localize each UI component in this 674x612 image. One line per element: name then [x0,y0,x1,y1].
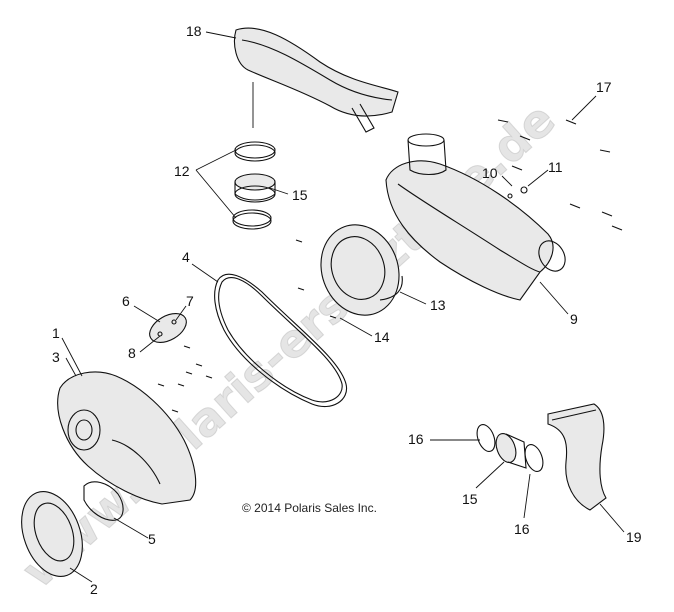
callout-9: 9 [570,311,578,327]
callout-15-lower: 15 [462,491,478,507]
part-16-clamp-right [524,444,544,472]
part-15-sleeve-lower [495,433,527,469]
bolt-group [157,119,623,413]
callout-16-left: 16 [408,431,424,447]
part-2-inspection-cover [21,491,83,577]
callout-17: 17 [596,79,612,95]
part-12-clamps [232,141,276,230]
callout-6: 6 [122,293,130,309]
callout-5: 5 [148,531,156,547]
callout-3: 3 [52,349,60,365]
callout-10: 10 [482,165,498,181]
part-9-inner-cover [385,133,566,301]
part-5-gasket [83,481,124,521]
callout-19: 19 [626,529,642,545]
callout-2: 2 [90,581,98,597]
part-1-outer-cover [57,371,197,505]
callout-16-right: 16 [514,521,530,537]
callout-15-upper: 15 [292,187,308,203]
part-13-backing-plate [320,224,403,316]
callout-14: 14 [374,329,390,345]
part-4-drive-belt [214,273,348,408]
callout-8: 8 [128,345,136,361]
part-15-sleeve-upper [234,173,276,203]
callout-18: 18 [186,23,202,39]
copyright-text: © 2014 Polaris Sales Inc. [242,501,377,515]
callout-1: 1 [52,325,60,341]
callout-7: 7 [186,293,194,309]
callout-13: 13 [430,297,446,313]
callout-11: 11 [548,159,563,175]
part-18-intake-duct [233,27,399,133]
callout-4: 4 [182,249,190,265]
callout-12: 12 [174,163,190,179]
part-16-clamp-left [476,424,496,452]
part-19-lower-duct [547,403,607,511]
